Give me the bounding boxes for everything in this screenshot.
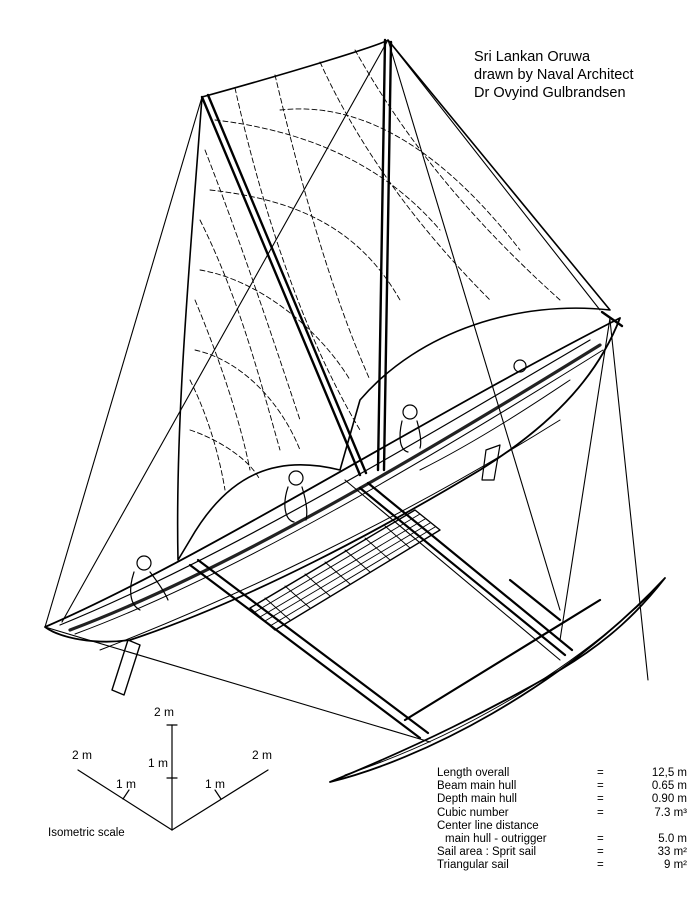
scale-right-far-label: 2 m <box>252 748 273 762</box>
figure-title: Sri Lankan Oruwa drawn by Naval Architec… <box>474 48 634 102</box>
spec-label: Length overall <box>437 767 510 779</box>
spec-equals: = <box>597 767 604 779</box>
spec-value: 9 m² <box>664 859 687 872</box>
title-line-1: Sri Lankan Oruwa <box>474 49 591 65</box>
spec-value: 12,5 m <box>651 767 687 779</box>
scale-right-near-label: 1 m <box>205 777 226 791</box>
sprit-sail <box>176 39 611 561</box>
crew-figures <box>130 359 527 611</box>
title-line-3: Dr Ovyind Gulbrandsen <box>474 85 626 101</box>
isometric-scale <box>77 724 269 831</box>
title-line-2: drawn by Naval Architect <box>474 67 634 83</box>
scale-left-near-label: 1 m <box>116 777 137 791</box>
spec-row: Depth main hull = 0.90 m <box>437 793 687 806</box>
spec-row: Center line distance <box>437 820 687 833</box>
spec-label: Beam main hull <box>437 780 517 793</box>
spec-value: 33 m² <box>657 846 687 859</box>
main-hull <box>44 317 621 651</box>
spec-value: 0.65 m <box>651 780 687 793</box>
spec-equals: = <box>597 806 604 819</box>
spec-value: 0.90 m <box>651 793 687 806</box>
scale-up-label: 2 m <box>154 705 175 719</box>
rudder <box>111 639 141 696</box>
spec-equals: = <box>597 846 604 859</box>
spec-row: Cubic number = 7.3 m³ <box>437 807 687 820</box>
spec-label: Depth main hull <box>437 793 517 806</box>
spec-label: Sail area : Sprit sail <box>437 846 537 859</box>
spec-row: Sail area : Sprit sail = 33 m² <box>437 846 687 859</box>
outrigger-booms <box>188 481 602 740</box>
spec-value: 5.0 m <box>658 832 687 845</box>
spec-label: Cubic number <box>437 806 509 819</box>
scale-caption: Isometric scale <box>48 827 125 839</box>
spec-equals: = <box>597 859 604 872</box>
leeboard <box>481 444 501 481</box>
spec-label: Triangular sail <box>437 859 509 872</box>
stays <box>44 39 649 743</box>
spec-row: Beam main hull = 0.65 m <box>437 780 687 793</box>
scale-left-far-label: 2 m <box>72 748 93 762</box>
net-platform <box>249 509 441 631</box>
spec-label: main hull - outrigger <box>445 832 547 845</box>
spec-row: Length overall = 12,5 m <box>437 767 687 780</box>
spec-label: Center line distance <box>437 819 539 832</box>
specifications-table: Length overall = 12,5 m Beam main hull =… <box>437 767 687 873</box>
scale-center-label: 1 m <box>148 756 169 770</box>
spec-row: main hull - outrigger = 5.0 m <box>437 833 687 846</box>
spec-value: 7.3 m³ <box>654 806 687 819</box>
spec-equals: = <box>597 832 604 845</box>
spec-equals: = <box>597 780 604 793</box>
outrigger-float <box>329 577 666 783</box>
rigging-spars <box>200 38 624 477</box>
spec-row: Triangular sail = 9 m² <box>437 859 687 872</box>
spec-equals: = <box>597 793 604 806</box>
